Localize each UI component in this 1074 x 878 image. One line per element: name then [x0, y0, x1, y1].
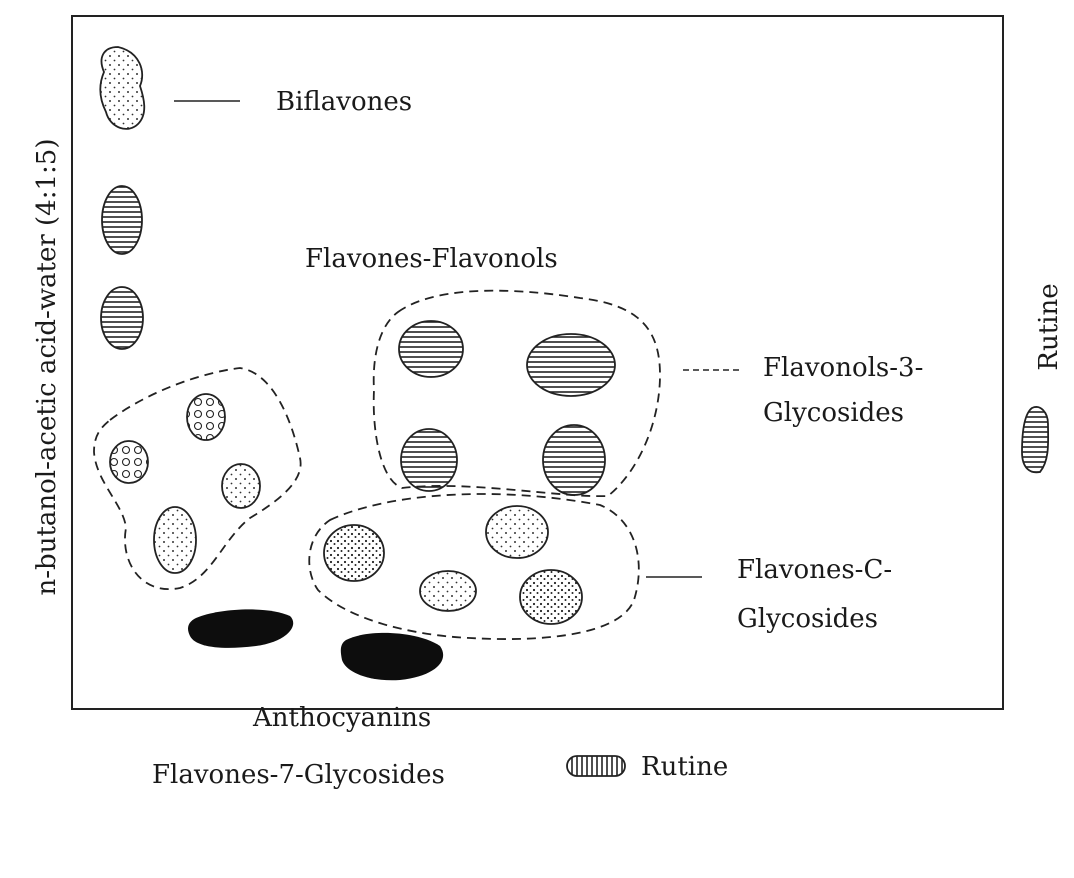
flavonol-spot-1: [399, 321, 463, 377]
flavones-7-glycosides-label: Flavones-7-Glycosides: [152, 760, 445, 790]
c-glycoside-spot-1: [486, 506, 548, 558]
y-reference-rutine-label: Rutine: [1034, 283, 1064, 370]
ring-spot-upper: [187, 394, 225, 440]
anthocyanins-label: Anthocyanins: [252, 703, 431, 733]
flavonol-spot-4: [543, 425, 605, 495]
c-glycoside-spot-4: [520, 570, 582, 624]
x-reference-rutine-label: Rutine: [641, 752, 728, 782]
anthocyanin-spot-2: [341, 633, 443, 680]
flavonols-3-label-line2: Glycosides: [763, 398, 904, 428]
flavones-c-label-line2: Glycosides: [737, 604, 878, 634]
flavonols-3-label-line1: Flavonols-3-: [763, 353, 923, 383]
dotted-spot-mid: [222, 464, 260, 508]
flavonol-spot-3: [401, 429, 457, 491]
flavones-flavonols-label: Flavones-Flavonols: [305, 244, 558, 274]
ring-spot-left: [110, 441, 148, 483]
anthocyanin-spot-1: [188, 609, 293, 647]
rutine-reference-spot-bottom: [567, 756, 625, 776]
flavones-c-label-line1: Flavones-C-: [737, 555, 892, 585]
rutine-reference-spot-right: [1022, 407, 1048, 472]
dotted-spot-lower: [154, 507, 196, 573]
flavone-spot-upper: [102, 186, 142, 254]
c-glycoside-spot-2: [324, 525, 384, 581]
c-glycoside-spot-3: [420, 571, 476, 611]
biflavones-label: Biflavones: [276, 87, 412, 117]
y-axis-label: n-butanol-acetic acid-water (4:1:5): [32, 139, 62, 596]
flavone-spot-lower: [101, 287, 143, 349]
biflavones-spot: [100, 47, 144, 129]
flavonol-spot-2: [527, 334, 615, 396]
